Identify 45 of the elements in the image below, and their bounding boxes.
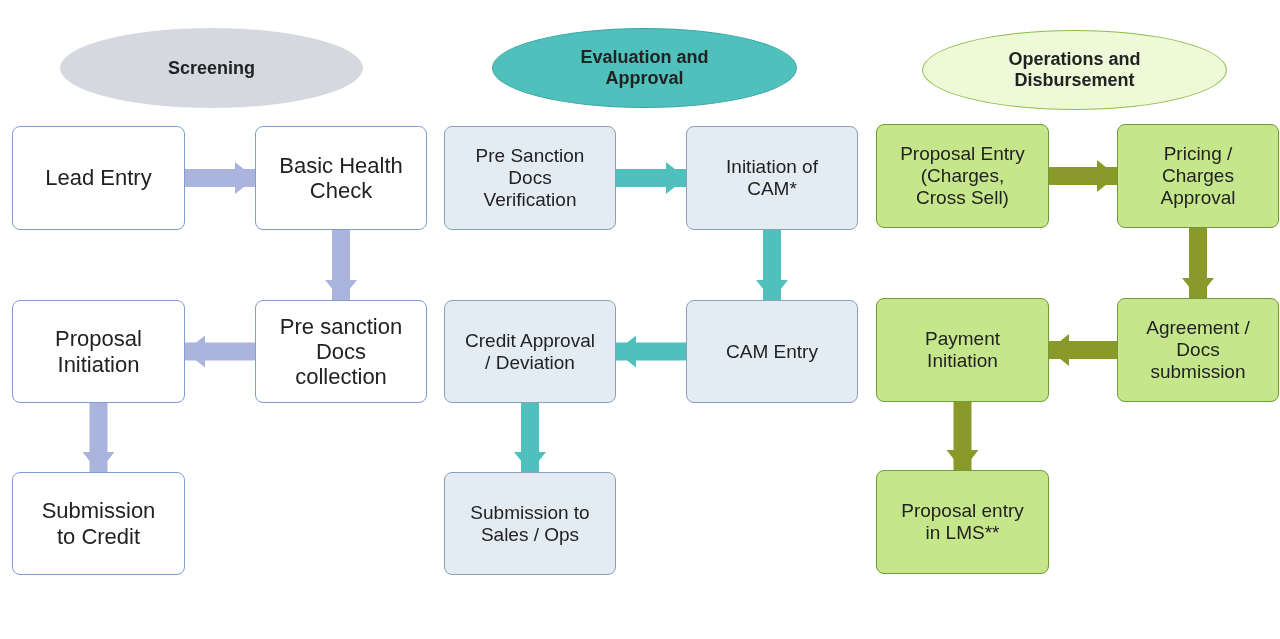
block-arrow	[756, 230, 788, 300]
process-box	[1117, 298, 1279, 402]
process-box	[255, 126, 427, 230]
process-box	[444, 126, 616, 230]
block-arrow	[946, 402, 979, 470]
step-label: Pre sanction Docs collection	[278, 313, 404, 390]
process-box	[444, 300, 616, 403]
process-box	[686, 126, 858, 230]
block-arrow	[1049, 160, 1117, 192]
step-label: Credit Approval / Deviation	[464, 329, 596, 374]
step-label: Basic Health Check	[278, 152, 404, 204]
phase-label: Operations and Disbursement	[1007, 49, 1142, 91]
process-box	[876, 298, 1049, 402]
process-box	[686, 300, 858, 403]
step-label: Proposal entry in LMS**	[900, 500, 1025, 544]
step-label: Payment Initiation	[924, 328, 1001, 372]
phase-label: Screening	[167, 57, 256, 79]
block-arrow	[616, 162, 686, 194]
step-label: Pricing / Charges Approval	[1159, 143, 1237, 209]
process-box	[12, 126, 185, 230]
step-label: Agreement / Docs submission	[1145, 317, 1251, 383]
process-box	[12, 300, 185, 403]
step-label: CAM Entry	[725, 340, 819, 363]
phase-label: Evaluation and Approval	[579, 47, 710, 89]
process-box	[876, 124, 1049, 228]
step-label: Submission to Credit	[40, 498, 157, 549]
process-box	[1117, 124, 1279, 228]
block-arrow	[185, 335, 255, 368]
block-arrow	[82, 403, 115, 472]
block-arrow	[325, 230, 357, 300]
step-label: Proposal Entry (Charges, Cross Sell)	[899, 143, 1026, 209]
process-box	[12, 472, 185, 575]
process-box	[255, 300, 427, 403]
step-label: Pre Sanction Docs Verification	[474, 145, 586, 211]
step-label: Lead Entry	[44, 165, 153, 191]
block-arrow	[185, 162, 255, 194]
step-label: Proposal Initiation	[54, 326, 143, 377]
block-arrow	[616, 335, 686, 368]
process-box	[444, 472, 616, 575]
block-arrow	[1049, 334, 1117, 366]
step-label: Submission to Sales / Ops	[469, 501, 591, 546]
block-arrow	[1182, 228, 1214, 298]
process-box	[876, 470, 1049, 574]
step-label: Initiation of CAM*	[725, 156, 819, 200]
block-arrow	[514, 403, 546, 472]
